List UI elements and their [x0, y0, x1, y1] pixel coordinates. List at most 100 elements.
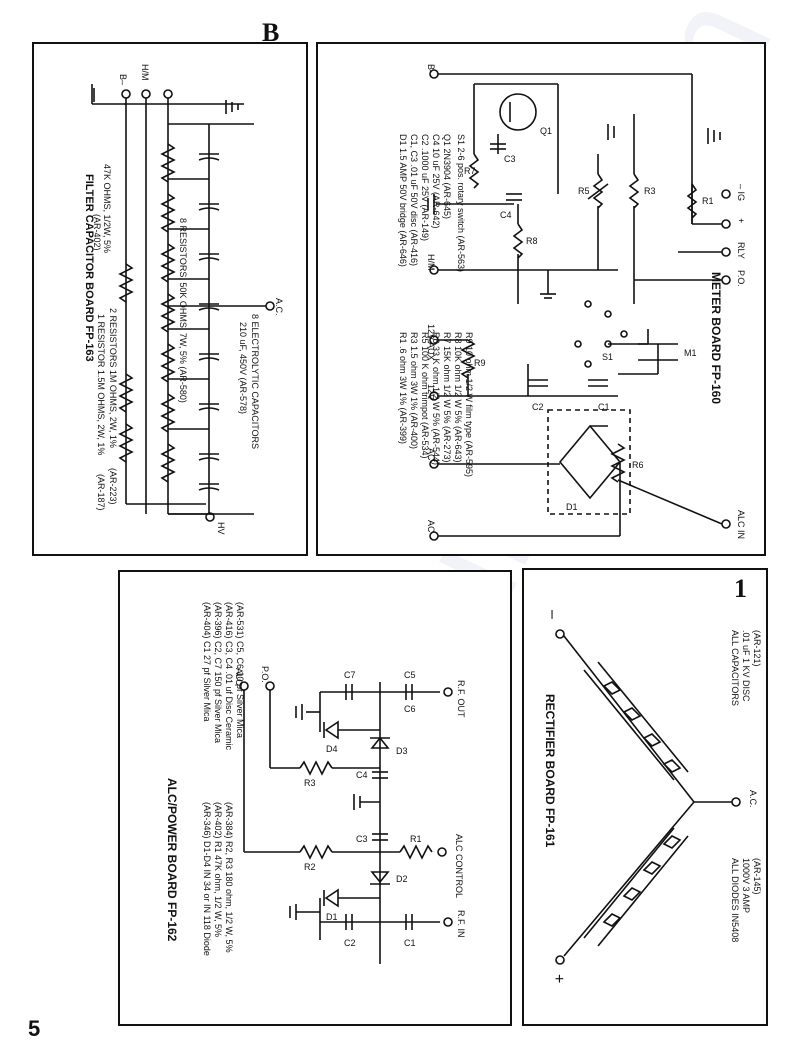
label-s1: S1 — [602, 352, 613, 362]
meter-part-c2: C2 .1000 uF 25V (AR-149) — [420, 134, 430, 241]
note-2-resistors: 2 RESISTORS 1M OHMS, 2W, 1% — [108, 308, 118, 448]
label-r1: R1 — [410, 834, 422, 844]
meter-term-b-minus: B– — [426, 64, 436, 75]
meter-term-plus: + — [736, 218, 746, 223]
filter-capacitor-board: FILTER CAPACITOR BOARD FP-163 B– H/M A.C… — [32, 42, 308, 556]
label-m1: M1 — [684, 348, 697, 358]
label-r7: R7 — [464, 166, 476, 176]
filter-capacitor-schematic: FILTER CAPACITOR BOARD FP-163 B– H/M A.C… — [83, 64, 284, 535]
label-c1: C1 — [404, 938, 416, 948]
label-d1: D1 — [566, 502, 578, 512]
meter-term-rly: RLY — [736, 242, 746, 259]
alc-term-po: P.O. — [260, 666, 270, 683]
label-c7: C7 — [344, 670, 356, 680]
label-r3: R3 — [304, 778, 316, 788]
meter-part-r1: R1 .6 ohm 3W 1% (AR-399) — [398, 332, 408, 444]
label-r8: R8 — [526, 236, 538, 246]
label-q1: Q1 — [540, 126, 552, 136]
alc-power-board: ALC/POWER BOARD FP-162 ALC P.O. R.F. OUT… — [118, 570, 512, 1026]
alc-term-rf-in: R.F. IN — [456, 910, 466, 938]
meter-part-r6: R6 33 K ohm 1/2 W 5% (AR-544) — [431, 332, 441, 465]
meter-term-alc-in: ALC IN — [736, 510, 746, 539]
label-c1: C1 — [598, 402, 610, 412]
label-c2: C2 — [344, 938, 356, 948]
meter-part-r9: R9 10 ohm 1/2 W film type (AR-595) — [464, 332, 474, 477]
alc-term-alc: ALC — [234, 668, 244, 686]
alc-power-schematic: ALC/POWER BOARD FP-162 ALC P.O. R.F. OUT… — [165, 602, 466, 964]
meter-part-r5: R5 100 K ohm trimpot (AR-534) — [420, 332, 430, 459]
rectifier-board-title: RECTIFIER BOARD FP-161 — [543, 694, 557, 848]
note-1-resistor: 1 RESISTOR 1.5M OHMS, 2W, 1% — [96, 314, 106, 455]
rect-note-caps-2: .01 uF 1 KV DISC — [741, 630, 751, 702]
label-d3: D3 — [396, 746, 408, 756]
meter-part-r8: R8 10K ohm 1/2 W 5% (AR-643) — [453, 332, 463, 463]
note-2-resistors-part: (AR-223) — [108, 468, 118, 505]
label-r1: R1 — [702, 196, 714, 206]
label-b-minus: B– — [118, 74, 128, 85]
note-47k: 47K OHMS, 1/2W, 5% — [102, 164, 112, 253]
label-r6: R6 — [632, 460, 644, 470]
label-hm: H/M — [140, 64, 150, 81]
alc-term-rf-out: R.F. OUT — [456, 680, 466, 718]
meter-term-12v-aux: 12V AUX — [426, 324, 436, 361]
meter-term-12v: 12V — [426, 384, 436, 400]
meter-part-d1: D1 1.5 AMP 50V bridge (AR-646) — [398, 134, 408, 267]
rect-note-diodes-3: (AR-145) — [752, 858, 762, 895]
label-hv: HV — [216, 522, 226, 535]
label-c3: C3 — [356, 834, 368, 844]
rect-note-diodes: ALL DIODES IN5408 — [730, 858, 740, 942]
meter-term-po: P.O. — [736, 270, 746, 287]
meter-term-ig: – IG — [736, 184, 746, 201]
label-d1: D1 — [326, 912, 338, 922]
note-8-caps-2: 210 uF, 450V (AR-578) — [238, 322, 248, 414]
rectifier-board: RECTIFIER BOARD FP-161 – A.C. + ALL CAPA… — [522, 568, 768, 1026]
note-1-resistor-part: (AR-187) — [96, 474, 106, 511]
meter-part-r3: R3 1.5 ohm 3W 1% (AR-400) — [409, 332, 419, 449]
meter-part-q1: Q1 2N3904 (AR-645) — [442, 134, 452, 219]
label-c4: C4 — [500, 210, 512, 220]
label-r2: R2 — [304, 862, 316, 872]
rect-term-minus: – — [544, 610, 561, 619]
meter-board-schematic: METER BOARD FP-160 B– H/M 12V AUX 12V AC… — [398, 64, 746, 541]
meter-part-r7: R7 15K ohm 1/2 W 5% (AR-273) — [442, 332, 452, 463]
meter-term-hm: H/M — [426, 254, 436, 271]
label-c3: C3 — [504, 154, 516, 164]
meter-term-ac-1: AC — [426, 448, 436, 461]
alc-part-r1: (AR-402) R1 47K ohm, 1/2 W, 5% — [213, 802, 223, 937]
meter-board: METER BOARD FP-160 B– H/M 12V AUX 12V AC… — [316, 42, 766, 556]
alc-part-d1d4: (AR-346) D1-D4 IN 34 or IN 118 Diode — [202, 802, 212, 956]
meter-part-s1: S1 2-6 pos. rotary switch (AR-563) — [456, 134, 466, 272]
rect-term-ac: A.C. — [748, 790, 758, 808]
alc-part-c2c7: (AR-396) C2, C7 150 pf Silver Mica — [213, 602, 223, 743]
note-47k-part: (AR-402) — [92, 214, 102, 251]
label-r5: R5 — [578, 186, 590, 196]
label-ac: A.C. — [274, 298, 284, 316]
label-r3: R3 — [644, 186, 656, 196]
corner-mark-1: 1 — [734, 574, 747, 603]
rect-note-caps-3: (AR-121) — [752, 630, 762, 667]
rect-term-plus: + — [550, 974, 567, 983]
label-c6: C6 — [404, 704, 416, 714]
label-c2: C2 — [532, 402, 544, 412]
meter-term-ac-2: AC — [426, 520, 436, 533]
rect-note-caps: ALL CAPACITORS — [730, 630, 740, 706]
meter-board-title: METER BOARD FP-160 — [709, 272, 723, 404]
note-8-caps: 8 ELECTROLYTIC CAPACITORS — [250, 314, 260, 449]
label-c4: C4 — [356, 770, 368, 780]
label-c5: C5 — [404, 670, 416, 680]
rect-note-diodes-2: 1000V 3 AMP — [741, 858, 751, 913]
page-number: 5 — [28, 1016, 41, 1041]
alc-term-alc-control: ALC CONTROL — [454, 834, 464, 898]
alc-part-c1: (AR-404) C1 27 pf Silver Mica — [202, 602, 212, 722]
label-d2: D2 — [396, 874, 408, 884]
note-8-resistors: 8 RESISTORS, 50K OHMS, 7W, 5% (AR-580) — [178, 218, 188, 403]
label-d4: D4 — [326, 744, 338, 754]
alc-board-title: ALC/POWER BOARD FP-162 — [165, 778, 179, 942]
rectifier-schematic: RECTIFIER BOARD FP-161 – A.C. + ALL CAPA… — [543, 610, 762, 983]
alc-part-r2r3: (AR-384) R2, R3 180 ohm, 1/2 W, 5% — [224, 802, 234, 953]
alc-part-c3c4: (AR-416) C3, C4 .01 uf Disc Ceramic — [224, 602, 234, 751]
meter-part-c4: C4 10 uF 25V (AR-642) — [431, 134, 441, 229]
meter-part-c1c3: C1, C3 .01 uF 50V disc (AR-416) — [409, 134, 419, 266]
alc-part-c5c6: (AR-531) C5, C6 10 pf Silver Mica — [235, 602, 245, 738]
filter-board-title: FILTER CAPACITOR BOARD FP-163 — [83, 174, 95, 362]
